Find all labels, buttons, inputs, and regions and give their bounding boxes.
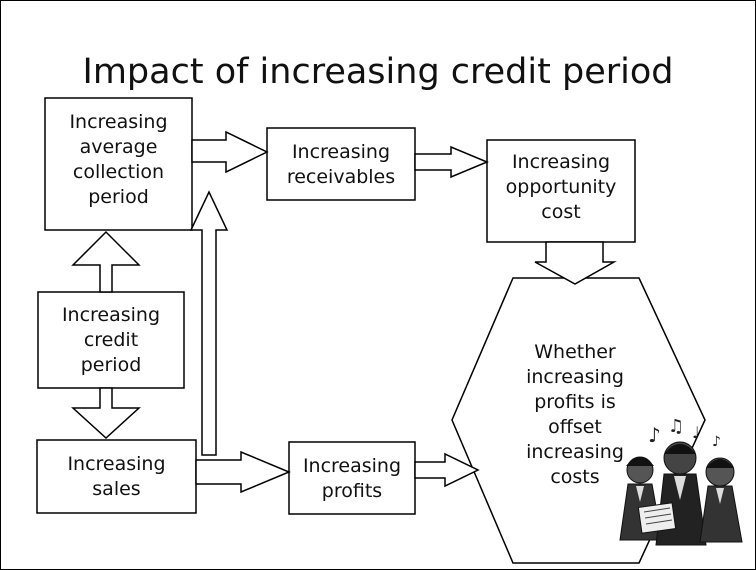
arrow-sales-to-avg-collection-up	[189, 190, 229, 456]
arrow-opportunity-cost-to-decision	[534, 241, 617, 285]
svg-text:♪: ♪	[712, 434, 721, 450]
arrow-profits-to-decision	[414, 452, 480, 488]
label-opportunity-cost: Increasing opportunity cost	[505, 151, 617, 223]
box-sales	[36, 439, 197, 514]
svg-text:♩: ♩	[692, 423, 700, 442]
label-receivables: Increasing receivables	[286, 141, 396, 188]
arrow-credit-period-bidirectional-down	[71, 387, 141, 440]
label-profits: Increasing profits	[302, 455, 402, 502]
arrow-receivables-to-opportunity-cost	[414, 145, 489, 179]
arrow-collection-to-receivables	[191, 130, 269, 174]
box-profits	[288, 441, 416, 515]
businesspeople-music-clipart-icon: ♪ ♫ ♩ ♪	[619, 416, 743, 546]
box-receivables	[266, 127, 416, 201]
arrow-credit-period-bidirectional-up	[71, 230, 141, 293]
arrow-sales-to-profits	[195, 450, 291, 494]
label-sales: Increasing sales	[67, 453, 166, 500]
svg-text:♪: ♪	[648, 423, 661, 447]
label-decision: Whether increasing profits is offset inc…	[526, 341, 624, 488]
label-average-collection-period: Increasing average collection period	[69, 111, 168, 208]
box-opportunity-cost	[486, 139, 636, 243]
slide-title: Impact of increasing credit period	[82, 52, 674, 92]
label-credit-period: Increasing credit period	[61, 304, 161, 376]
box-credit-period	[37, 291, 185, 389]
box-average-collection-period	[44, 97, 193, 231]
svg-text:♫: ♫	[668, 416, 684, 437]
